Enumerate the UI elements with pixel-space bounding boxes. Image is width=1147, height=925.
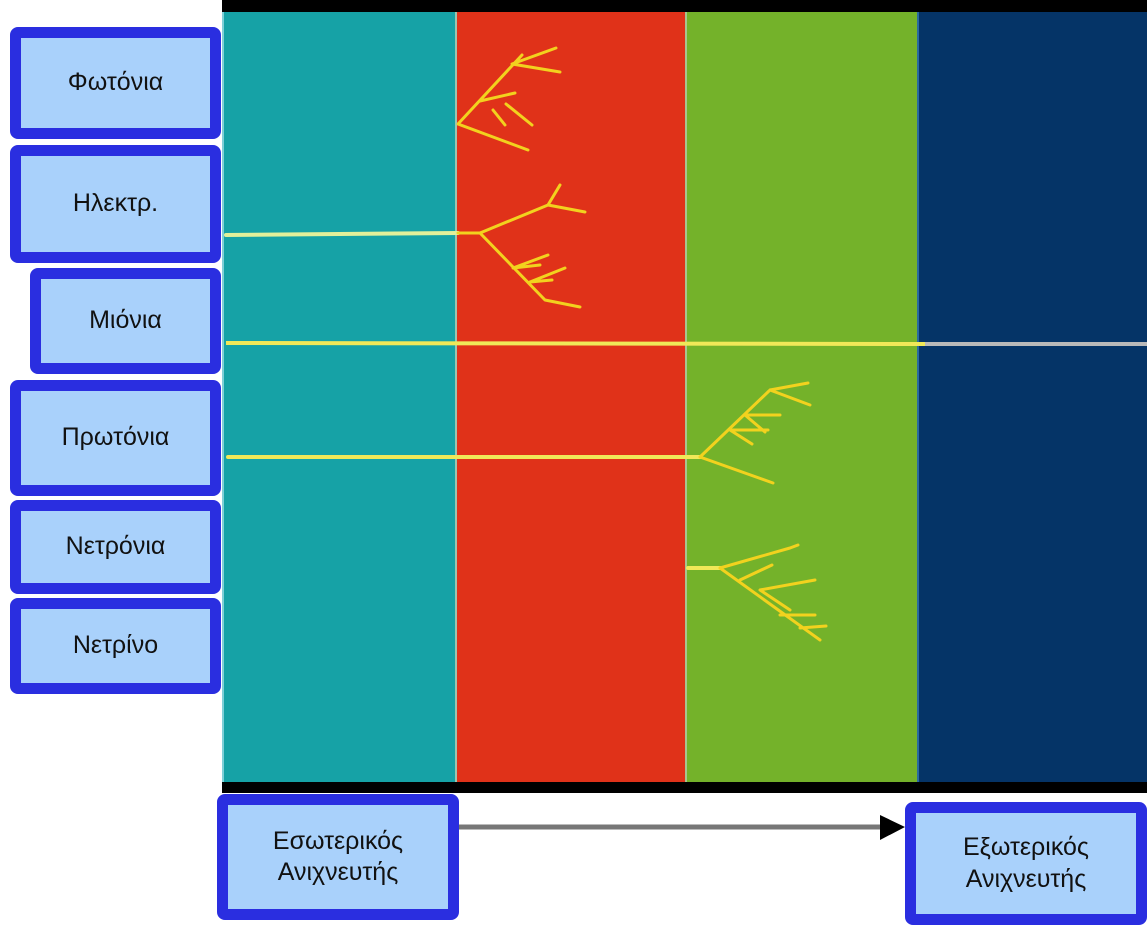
proton-shower [698, 381, 812, 485]
electron-track [224, 231, 482, 237]
neutron-shower [686, 543, 828, 642]
electron-shower [478, 183, 587, 309]
label-outer-detector: Εξωτερικός Ανιχνευτής [905, 802, 1147, 925]
label-electrons-text: Ηλεκτρ. [72, 189, 159, 218]
label-protons-text: Πρωτόνια [61, 423, 170, 452]
label-neutrinos-text: Νετρίνο [72, 631, 159, 660]
muon-track [225, 341, 1147, 346]
detector-bottom-border [222, 782, 1147, 793]
label-photons-text: Φωτόνια [67, 68, 164, 97]
label-neutrons-text: Νετρόνια [65, 532, 166, 561]
label-neutrons: Νετρόνια [10, 500, 221, 594]
band-hadron-calorimeter [686, 10, 918, 785]
photon-shower [456, 46, 562, 152]
band-inner-tracker [222, 10, 456, 785]
band-em-calorimeter [456, 10, 686, 785]
band-outer-detector [918, 10, 1147, 785]
label-protons: Πρωτόνια [10, 380, 221, 496]
label-outer-detector-text: Εξωτερικός Ανιχνευτής [963, 833, 1089, 893]
label-neutrinos: Νετρίνο [10, 598, 221, 694]
direction-arrow [458, 815, 905, 840]
label-muons-text: Μιόνια [89, 306, 162, 335]
label-electrons: Ηλεκτρ. [10, 145, 221, 263]
label-inner-detector-text: Εσωτερικός Ανιχνευτής [272, 826, 404, 886]
detector-top-border [222, 0, 1147, 12]
label-photons: Φωτόνια [10, 27, 221, 139]
label-muons: Μιόνια [30, 268, 221, 374]
label-inner-detector: Εσωτερικός Ανιχνευτής [217, 794, 459, 920]
